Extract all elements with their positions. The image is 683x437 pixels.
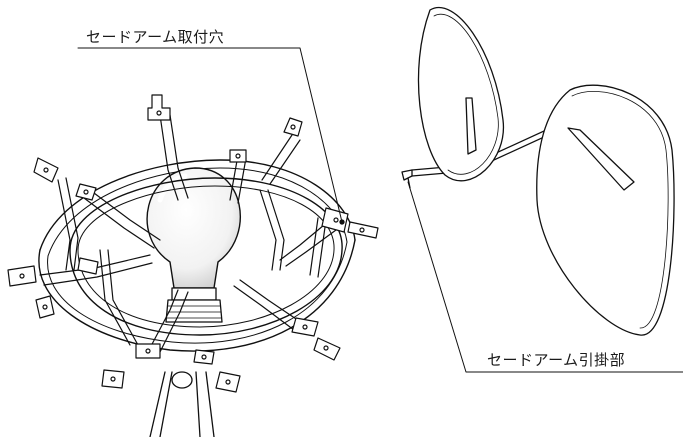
hook-leader bbox=[407, 181, 683, 373]
lamp-frame bbox=[7, 47, 379, 437]
inner-ring bbox=[69, 177, 343, 336]
outer-ring-front bbox=[38, 239, 356, 352]
mount-hole-label: セードアーム取付穴 bbox=[86, 28, 225, 46]
outer-ring-back bbox=[39, 159, 356, 251]
mount-hole-leader bbox=[77, 47, 343, 223]
hook-label: セードアーム引掛部 bbox=[487, 351, 626, 369]
light-bulb bbox=[146, 167, 241, 323]
shade-wing-upper bbox=[417, 7, 505, 182]
shade-wing-lower bbox=[536, 84, 675, 336]
stand-legs bbox=[149, 371, 215, 437]
shade-arm-part bbox=[401, 7, 683, 373]
mount-tabs bbox=[7, 94, 379, 393]
